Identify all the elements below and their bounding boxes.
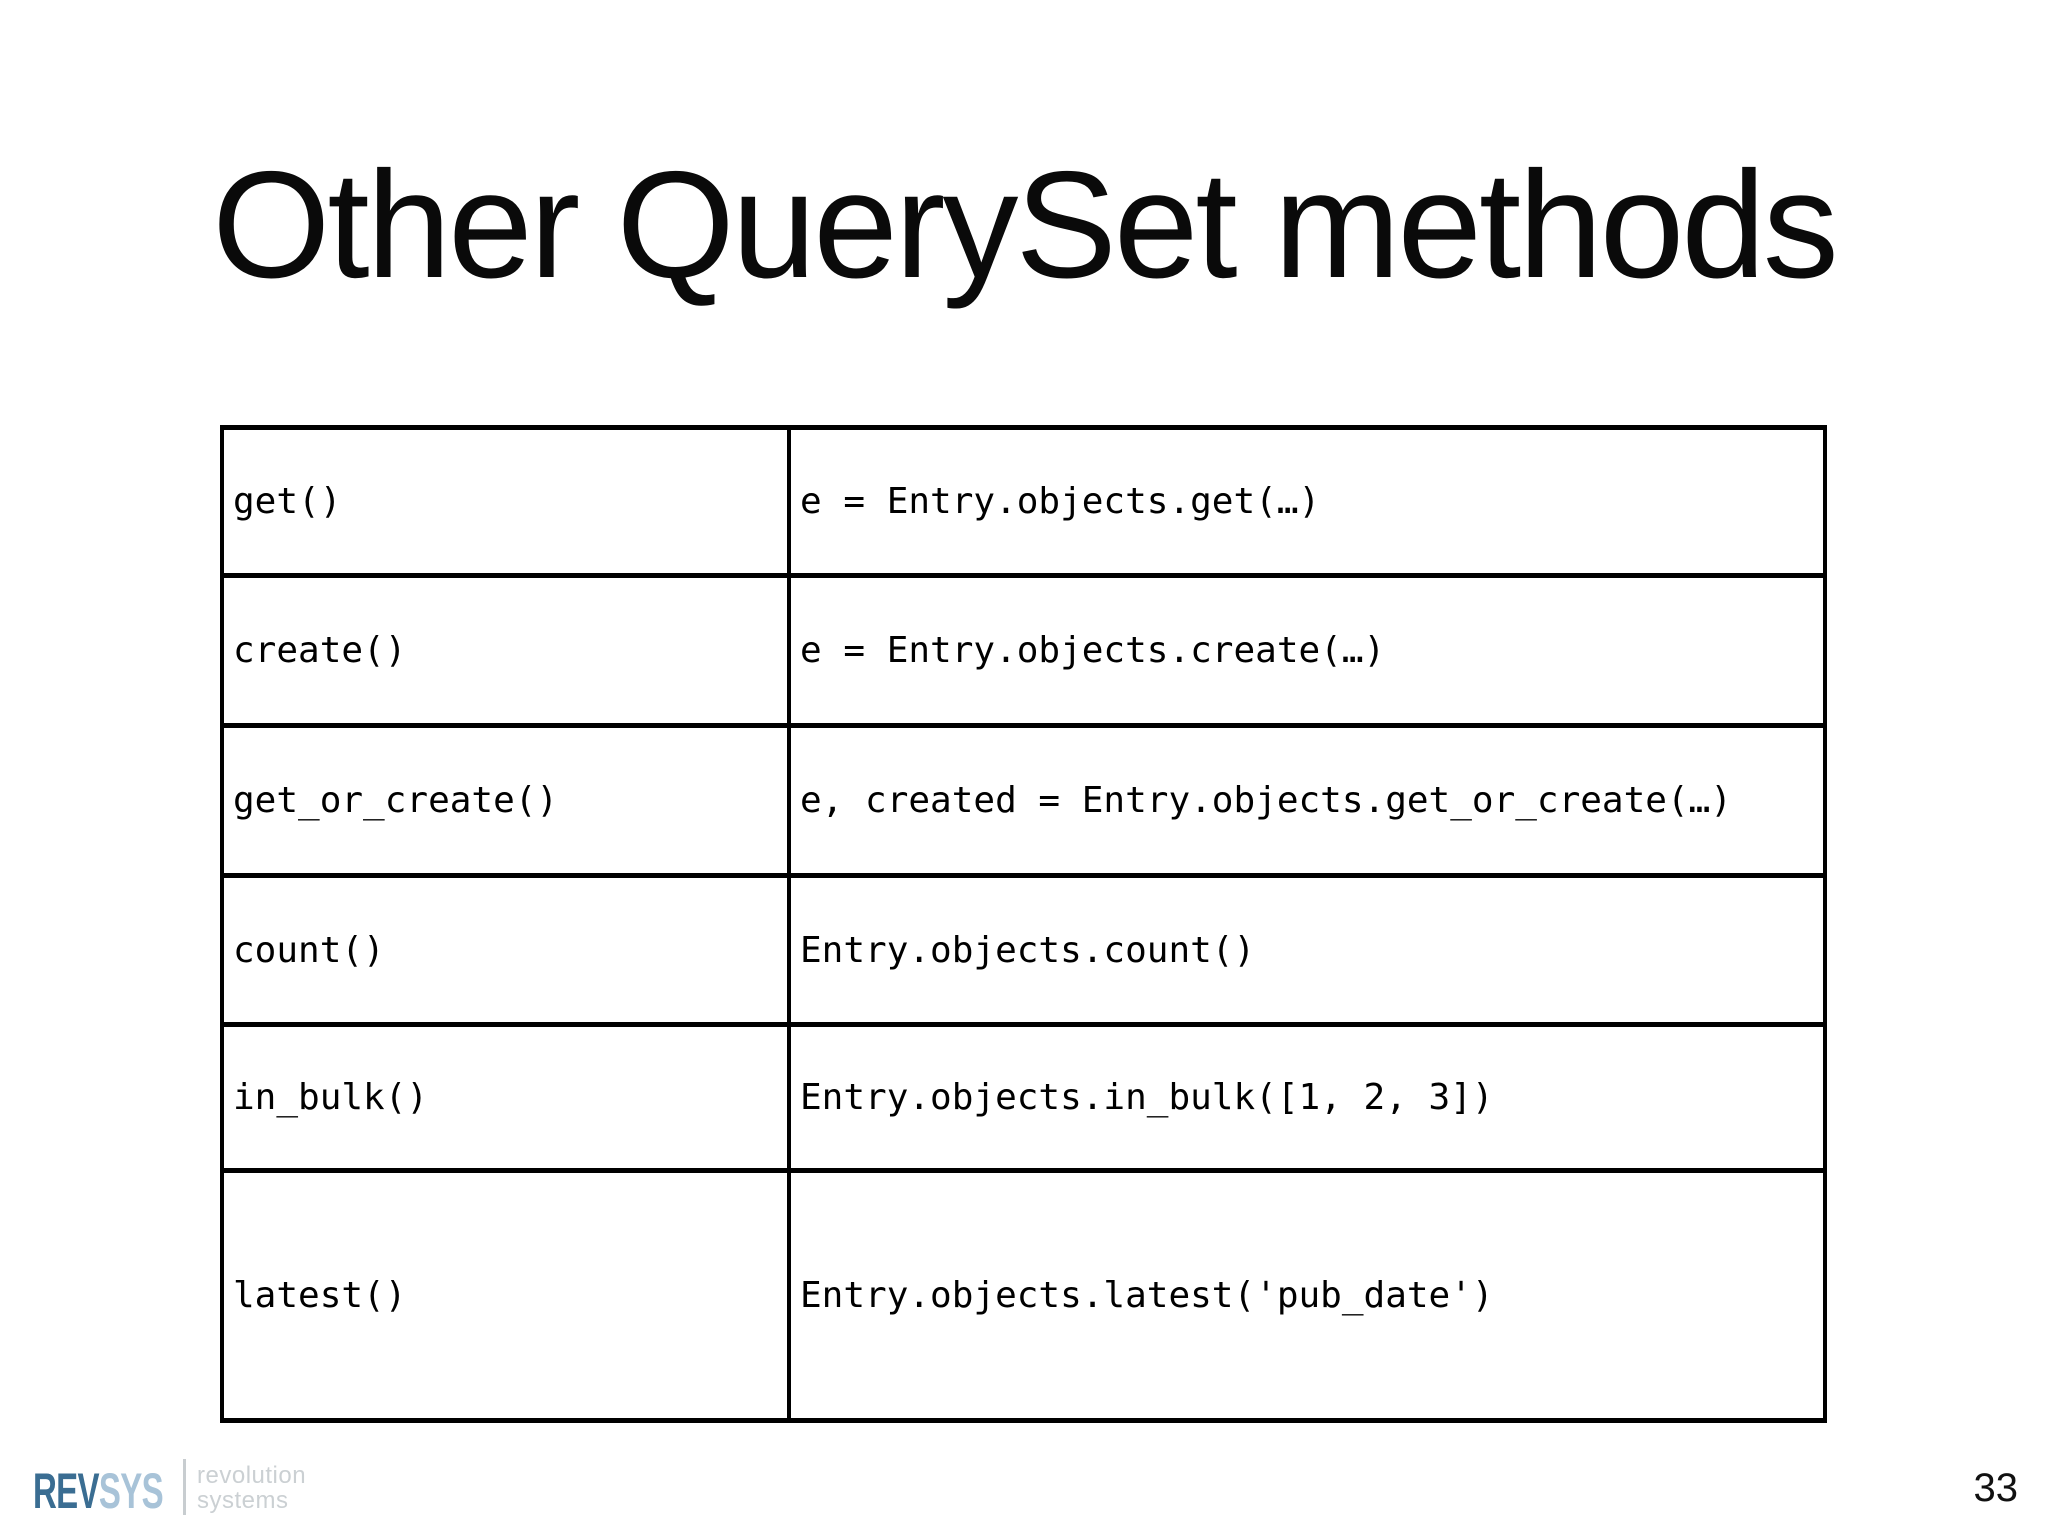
method-cell: in_bulk() [220,1022,791,1173]
slide-title: Other QuerySet methods [212,140,1839,310]
tagline-line1: revolution [197,1462,307,1489]
tagline-line2: systems [197,1487,289,1514]
example-cell: Entry.objects.in_bulk([1, 2, 3]) [787,1022,1827,1173]
table-row: get_or_create() e, created = Entry.objec… [220,723,1827,878]
revsys-logo: REVSYS revolution systems [33,1458,333,1518]
table-row: create() e = Entry.objects.create(…) [220,573,1827,728]
method-cell: create() [220,573,791,728]
example-cell: Entry.objects.count() [787,873,1827,1027]
queryset-methods-table: get() e = Entry.objects.get(…) create() … [220,425,1827,1423]
example-cell: e = Entry.objects.get(…) [787,425,1827,578]
table-row: get() e = Entry.objects.get(…) [220,425,1827,578]
page-number: 33 [1973,1466,2019,1510]
example-cell: Entry.objects.latest('pub_date') [787,1168,1827,1423]
method-cell: get_or_create() [220,723,791,878]
method-cell: get() [220,425,791,578]
method-cell: count() [220,873,791,1027]
example-cell: e, created = Entry.objects.get_or_create… [787,723,1827,878]
method-cell: latest() [220,1168,791,1423]
example-cell: e = Entry.objects.create(…) [787,573,1827,728]
revsys-wordmark: REVSYS [33,1463,164,1519]
table-row: latest() Entry.objects.latest('pub_date'… [220,1168,1827,1423]
logo-rev: REV [33,1463,100,1519]
logo-sys: SYS [98,1463,164,1519]
logo-tagline: revolution systems [197,1463,306,1513]
logo-divider [183,1459,186,1515]
table-row: count() Entry.objects.count() [220,873,1827,1027]
table-row: in_bulk() Entry.objects.in_bulk([1, 2, 3… [220,1022,1827,1173]
